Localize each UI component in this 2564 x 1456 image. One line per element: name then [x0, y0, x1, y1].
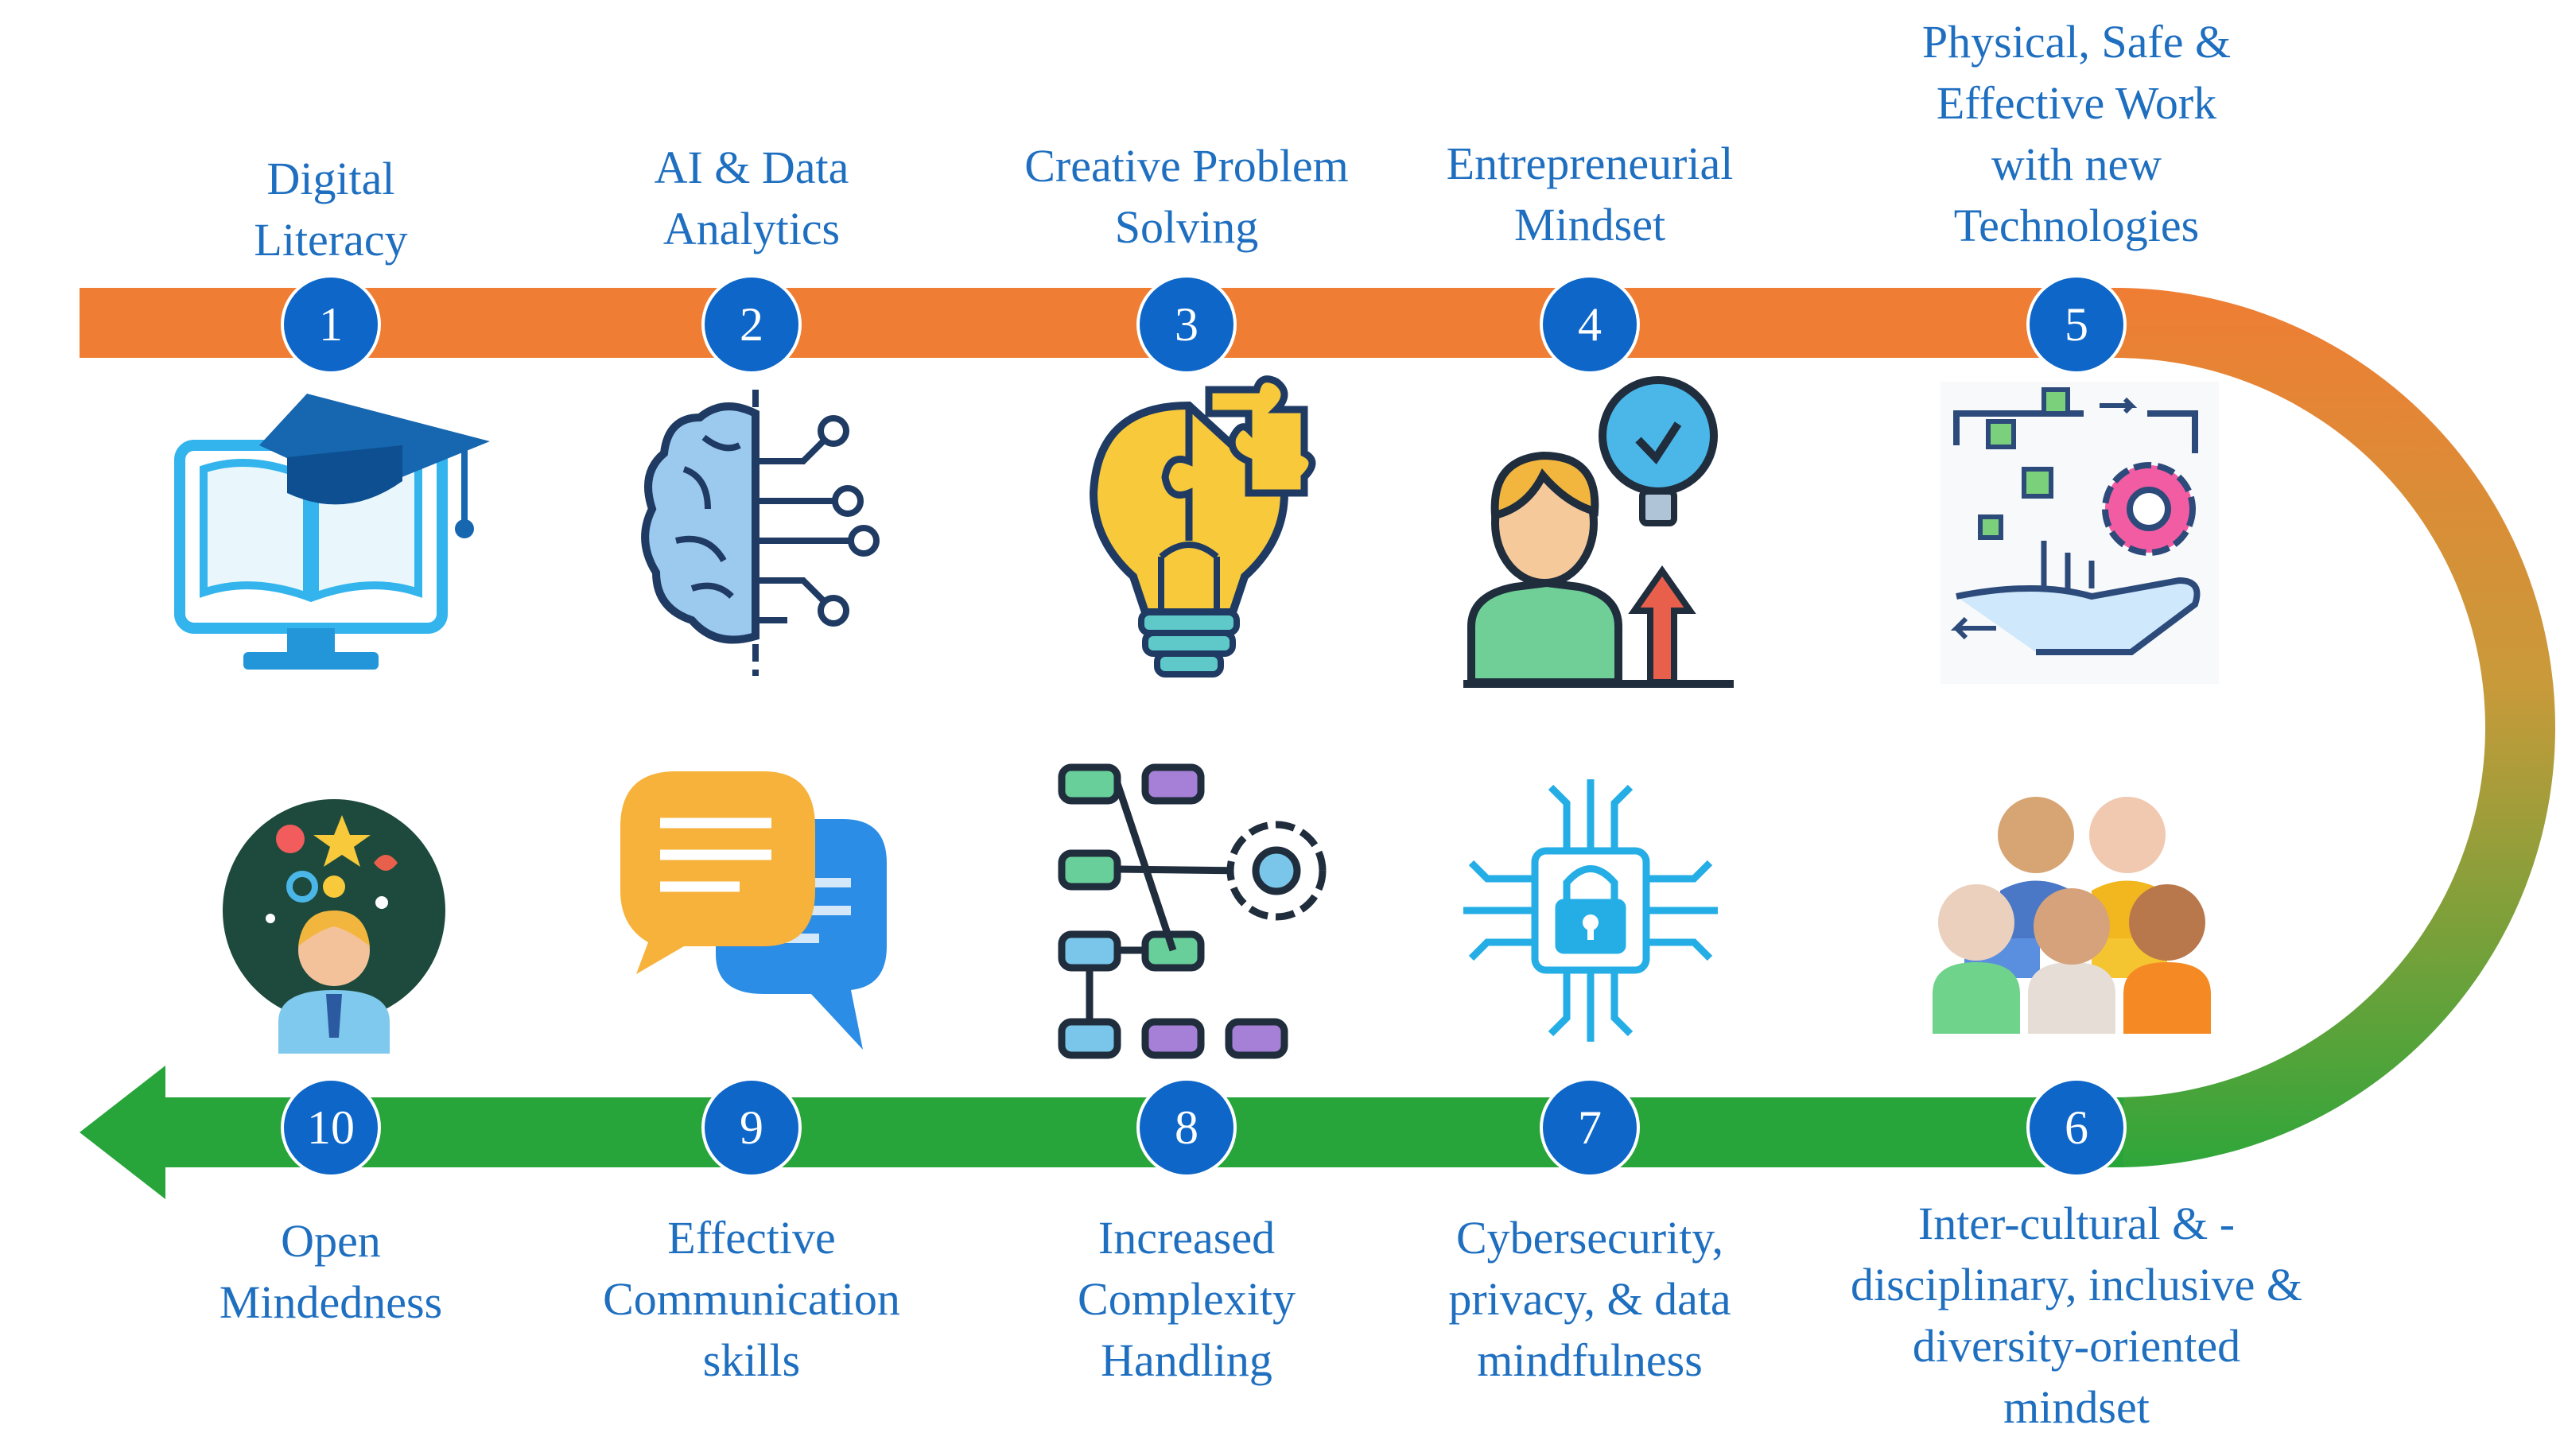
hand-gear-technology-icon [1940, 382, 2219, 684]
marker-7: 7 [1543, 1081, 1637, 1175]
marker-10: 10 [284, 1081, 378, 1175]
puzzle-lightbulb-icon [1089, 375, 1316, 678]
graduation-book-monitor-icon [174, 394, 490, 670]
open-mind-head-icon [223, 799, 445, 1054]
padlock-circuit-icon [1463, 779, 1718, 1042]
diverse-people-group-icon [1933, 797, 2211, 1034]
label-step-6: Inter-cultural & -disciplinary, inclusiv… [1850, 1198, 2303, 1433]
brain-circuit-icon [641, 390, 880, 676]
turn-band [2115, 288, 2555, 1167]
marker-1: 1 [284, 278, 378, 371]
left-arrowhead [80, 1066, 165, 1199]
marker-4: 4 [1543, 278, 1637, 371]
flowchart-gear-icon [1058, 763, 1327, 1059]
marker-8: 8 [1140, 1081, 1233, 1175]
person-idea-growth-icon [1463, 376, 1734, 688]
marker-6: 6 [2030, 1081, 2123, 1175]
marker-2: 2 [705, 278, 798, 371]
marker-5: 5 [2030, 278, 2123, 371]
top-band [80, 288, 2123, 358]
speech-bubbles-icon [620, 771, 887, 1050]
marker-3: 3 [1140, 278, 1233, 371]
marker-9: 9 [705, 1081, 798, 1175]
